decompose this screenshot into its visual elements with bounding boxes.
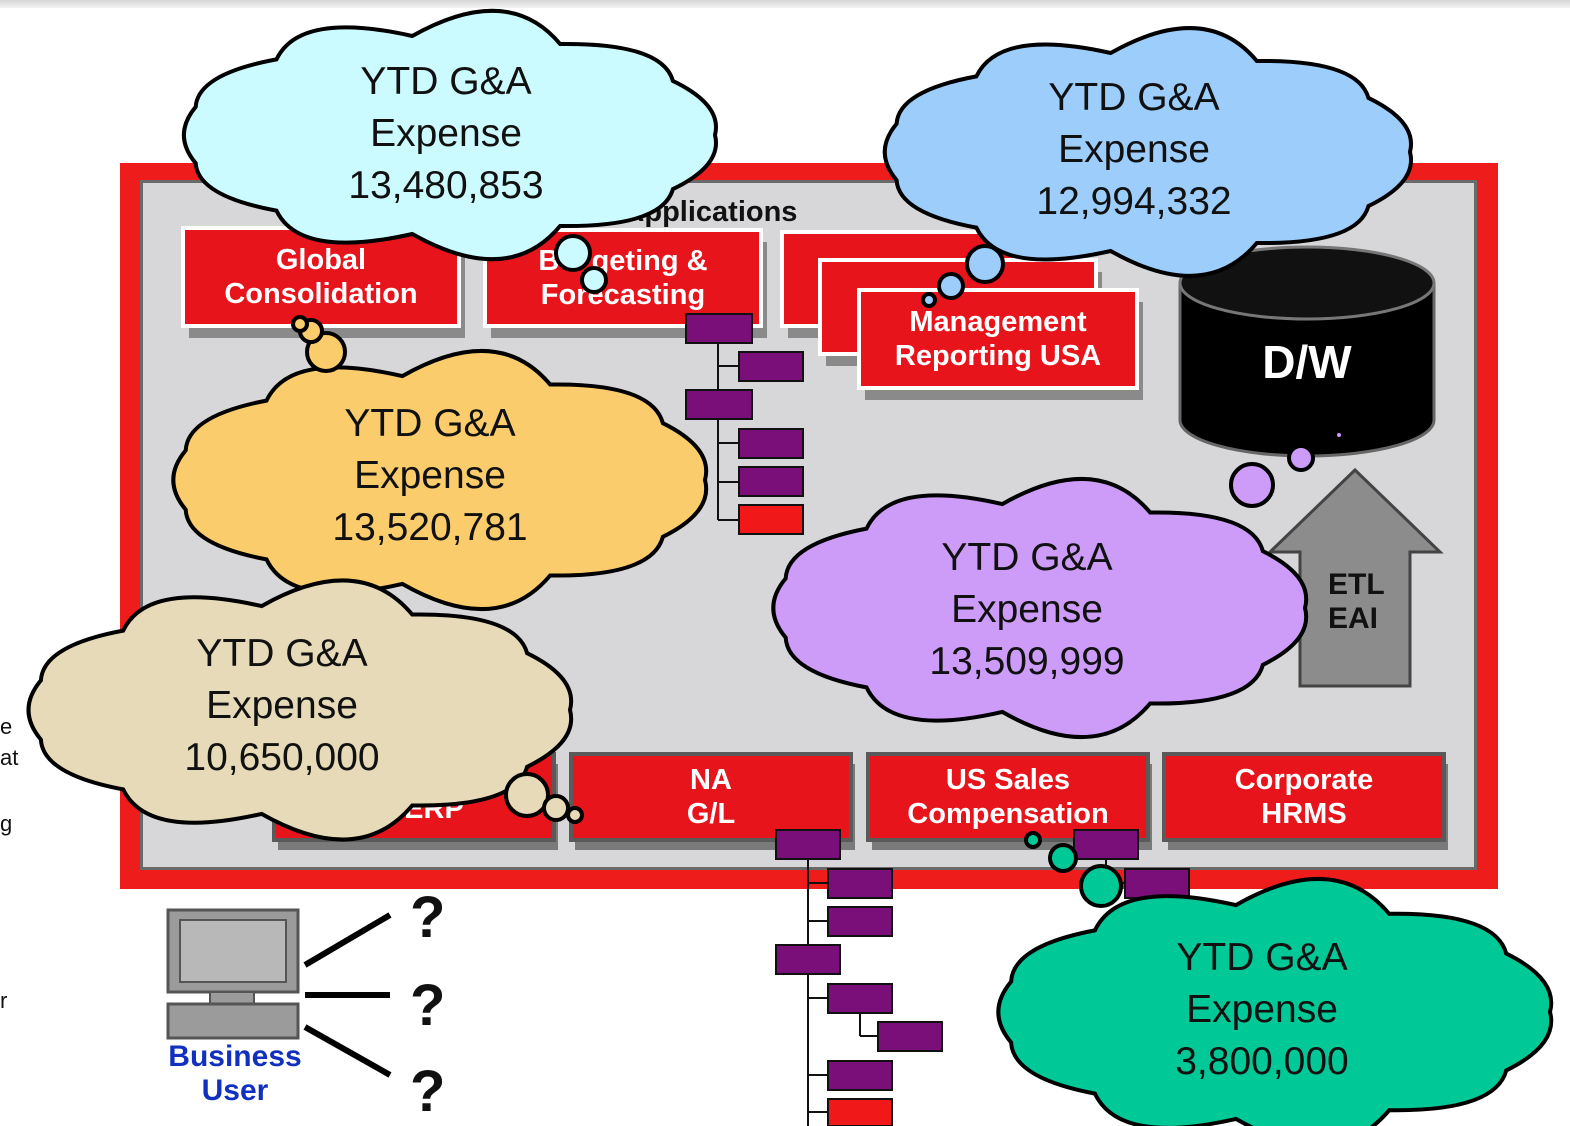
question-mark: ? [410,1059,446,1124]
thought-cloud-cyan [182,8,718,262]
connector-lines [303,912,392,1078]
cloud-line2: Expense [951,588,1103,631]
thought-cloud-text: YTD G&A Expense 13,520,781 [280,398,580,554]
edge-text-fragment: e [0,714,13,739]
business-user-line2: User [201,1074,269,1107]
datawarehouse-cylinder-icon [1178,245,1436,458]
datawarehouse-label: D/W [1262,336,1352,388]
cloud-line1: YTD G&A [196,632,368,675]
business-user-label: Business User [150,1040,320,1108]
cloud-line1: YTD G&A [1048,76,1220,119]
thought-bubble-cyan [580,266,608,294]
etl-label: ETL [1328,568,1385,601]
thought-bubble-cyan [554,234,592,272]
question-mark: ? [410,885,446,950]
cloud-line1: YTD G&A [1176,936,1348,979]
app-label-line1: NA [690,764,732,796]
app-label-line2: Forecasting [540,279,706,311]
cloud-line2: Expense [370,112,522,155]
cloud-line2: Expense [354,454,506,497]
thought-cloud-text: YTD G&A Expense 10,650,000 [132,628,432,784]
app-label-line1: US Sales [945,764,1071,796]
edge-text-fragment: r [0,988,8,1013]
cloud-value: 3,800,000 [1175,1040,1349,1083]
cloud-value: 12,994,332 [1036,180,1232,223]
thought-bubble-blue [965,244,1005,284]
thought-bubble-purple [1333,429,1345,441]
thought-bubble-purple [1229,462,1275,508]
app-management-reporting: Management Reporting USA [857,288,1139,390]
hierarchy-tree-icon [685,313,804,535]
thought-cloud-text: YTD G&A Expense 12,994,332 [984,72,1284,228]
app-label-line2: HRMS [1261,798,1347,830]
cloud-line2: Expense [1186,988,1338,1031]
thought-bubble-blue [937,272,965,300]
eai-label: EAI [1328,602,1379,635]
thought-bubble-purple [1287,444,1315,472]
hierarchy-tree-icon [775,829,943,1126]
thought-cloud-blue [882,26,1414,278]
cloud-line2: Expense [1058,128,1210,171]
thought-bubble-green [1024,831,1042,849]
app-label-line1: Management [909,306,1087,338]
thought-cloud-green [996,877,1554,1126]
thought-cloud-text: YTD G&A Expense 13,509,999 [877,532,1177,688]
thought-cloud-text: YTD G&A Expense 3,800,000 [1112,932,1412,1088]
app-us-sales-compensation: US Sales Compensation [866,752,1150,842]
thought-bubble-green [1048,843,1078,873]
thought-bubble-tan [566,806,584,824]
thought-bubble-blue [921,292,937,308]
cloud-value: 13,509,999 [929,640,1125,683]
etl-eai-label: ETL EAI [1328,568,1385,636]
cloud-value: 13,480,853 [348,164,544,207]
app-label-line2: Reporting USA [894,340,1102,372]
app-label-line2: Consolidation [224,278,418,310]
cloud-line2: Expense [206,684,358,727]
question-mark: ? [410,973,446,1038]
top-border [0,0,1570,8]
app-label-line2: G/L [686,798,736,830]
thought-cloud-purple [771,477,1309,739]
app-na-gl: NA G/L [569,752,853,842]
cloud-line1: YTD G&A [360,60,532,103]
app-label-line2: Compensation [907,798,1109,830]
cloud-value: 13,520,781 [332,506,528,549]
edge-text-fragment: g [0,811,13,836]
thought-bubble-tan [504,772,550,818]
thought-bubble-tan [542,794,570,822]
thought-cloud-text: YTD G&A Expense 13,480,853 [296,56,596,212]
edge-text-fragment: at [0,745,19,770]
etl-arrow-icon [1266,467,1444,688]
thought-bubble-orange [291,315,309,333]
computer-icon [166,908,300,1040]
thought-cloud-tan [26,578,574,842]
app-label-line1: Corporate [1234,764,1374,796]
cloud-line1: YTD G&A [344,402,516,445]
app-label-line1: Global [275,244,367,276]
app-corporate-hrms: Corporate HRMS [1162,752,1446,842]
business-user-line1: Business [168,1040,302,1073]
thought-bubble-green [1079,864,1123,908]
thought-cloud-orange [171,349,709,611]
cloud-line1: YTD G&A [941,536,1113,579]
cloud-value: 10,650,000 [184,736,380,779]
